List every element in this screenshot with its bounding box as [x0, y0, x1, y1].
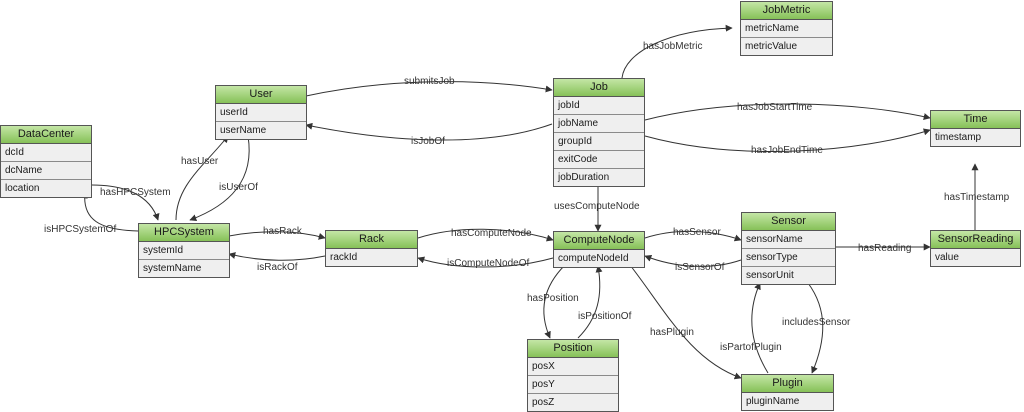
edge-issensorof: isSensorOf: [644, 255, 742, 273]
edge-label-includessensor: includesSensor: [782, 317, 851, 328]
node-attribute: metricName: [741, 20, 832, 38]
node-attribute: jobId: [554, 97, 644, 115]
node-time: Time timestamp: [930, 110, 1021, 147]
node-title: Sensor: [742, 213, 835, 231]
node-attribute: sensorUnit: [742, 267, 835, 284]
node-attribute: exitCode: [554, 151, 644, 169]
edge-label-isjobof: isJobOf: [411, 136, 445, 147]
node-title: Time: [931, 111, 1020, 129]
edge-label-ishpcsystemof: isHPCSystemOf: [44, 224, 116, 235]
node-attribute: systemName: [139, 260, 229, 277]
edge-submitsjob: submitsJob: [305, 76, 553, 97]
edge-isuserof: isUserOf: [189, 135, 258, 222]
edge-hascomputenode: hasComputeNode: [417, 228, 554, 242]
node-attribute: posX: [528, 358, 618, 376]
edge-hassensor: hasSensor: [644, 227, 742, 242]
node-title: ComputeNode: [554, 232, 644, 250]
edge-label-hashpcsystem: hasHPCSystem: [100, 187, 171, 198]
node-attribute: userId: [216, 104, 306, 122]
node-attribute: systemId: [139, 242, 229, 260]
edge-label-hasplugin: hasPlugin: [650, 327, 694, 338]
edge-includessensor: includesSensor: [782, 282, 851, 374]
node-title: Plugin: [742, 375, 833, 393]
node-sensorreading: SensorReading value: [930, 230, 1021, 267]
edge-label-usescomputenode: usesComputeNode: [554, 201, 640, 212]
node-datacenter: DataCenter dcId dcName location: [0, 125, 92, 198]
edge-ispartofplugin: isPartofPlugin: [720, 282, 782, 374]
node-title: DataCenter: [1, 126, 91, 144]
node-attribute: sensorType: [742, 249, 835, 267]
edge-label-hassensor: hasSensor: [673, 227, 721, 238]
edge-label-hasjobstarttime: hasJobStartTime: [737, 102, 813, 113]
node-plugin: Plugin pluginName: [741, 374, 834, 411]
edge-label-isuserof: isUserOf: [219, 182, 258, 193]
edge-label-ispartofplugin: isPartofPlugin: [720, 342, 782, 353]
node-attribute: sensorName: [742, 231, 835, 249]
node-attribute: groupId: [554, 133, 644, 151]
edge-iscomputenodeof: isComputeNodeOf: [417, 256, 554, 269]
node-computenode: ComputeNode computeNodeId: [553, 231, 645, 268]
node-attribute: timestamp: [931, 129, 1020, 146]
node-attribute: posY: [528, 376, 618, 394]
node-jobmetric: JobMetric metricName metricValue: [740, 1, 833, 56]
node-title: Rack: [326, 231, 417, 249]
node-attribute: posZ: [528, 394, 618, 411]
edge-label-hasjobendtime: hasJobEndTime: [751, 145, 823, 156]
node-attribute: userName: [216, 122, 306, 139]
edge-hasjobendtime: hasJobEndTime: [644, 128, 931, 156]
node-attribute: jobName: [554, 115, 644, 133]
node-user: User userId userName: [215, 85, 307, 140]
edge-hashpcsystem: hasHPCSystem: [91, 184, 171, 221]
node-title: HPCSystem: [139, 224, 229, 242]
edge-label-issensorof: isSensorOf: [675, 262, 725, 273]
edge-label-iscomputenodeof: isComputeNodeOf: [447, 258, 529, 269]
node-title: SensorReading: [931, 231, 1020, 249]
node-attribute: value: [931, 249, 1020, 266]
node-attribute: dcName: [1, 162, 91, 180]
node-title: JobMetric: [741, 2, 832, 20]
edge-label-hasuser: hasUser: [181, 156, 219, 167]
edge-hasjobstarttime: hasJobStartTime: [644, 102, 931, 121]
edge-hastimestamp: hasTimestamp: [944, 163, 1010, 230]
edge-usescomputenode: usesComputeNode: [554, 182, 640, 232]
node-title: Job: [554, 79, 644, 97]
node-attribute: dcId: [1, 144, 91, 162]
edge-label-hastimestamp: hasTimestamp: [944, 192, 1010, 203]
edge-hasposition: hasPosition: [527, 264, 579, 339]
edge-label-hasreading: hasReading: [858, 243, 911, 254]
edge-label-submitsjob: submitsJob: [404, 76, 455, 87]
edge-label-hascomputenode: hasComputeNode: [451, 228, 532, 239]
edge-label-israckof: isRackOf: [257, 262, 298, 273]
edge-israckof: isRackOf: [228, 252, 326, 273]
edge-label-hasposition: hasPosition: [527, 293, 579, 304]
edge-hasreading: hasReading: [836, 243, 931, 254]
edge-hasjobmetric: hasJobMetric: [621, 24, 733, 79]
edge-hasplugin: hasPlugin: [629, 264, 742, 380]
node-rack: Rack rackId: [325, 230, 418, 267]
edge-ishpcsystemof: isHPCSystemOf: [44, 191, 139, 235]
edge-label-hasjobmetric: hasJobMetric: [643, 41, 702, 52]
node-position: Position posX posY posZ: [527, 339, 619, 412]
node-attribute: metricValue: [741, 38, 832, 55]
edge-label-hasrack: hasRack: [263, 226, 303, 237]
edge-label-ispositionof: isPositionOf: [578, 311, 632, 322]
edge-hasrack: hasRack: [228, 226, 326, 240]
node-attribute: jobDuration: [554, 169, 644, 186]
node-title: User: [216, 86, 306, 104]
edge-hasuser: hasUser: [175, 135, 229, 221]
edge-isjobof: isJobOf: [305, 122, 553, 147]
node-attribute: location: [1, 180, 91, 197]
node-hpcsystem: HPCSystem systemId systemName: [138, 223, 230, 278]
node-attribute: rackId: [326, 249, 417, 266]
node-attribute: computeNodeId: [554, 250, 644, 267]
edge-ispositionof: isPositionOf: [577, 265, 632, 339]
node-title: Position: [528, 340, 618, 358]
node-sensor: Sensor sensorName sensorType sensorUnit: [741, 212, 836, 285]
node-attribute: pluginName: [742, 393, 833, 410]
node-job: Job jobId jobName groupId exitCode jobDu…: [553, 78, 645, 187]
